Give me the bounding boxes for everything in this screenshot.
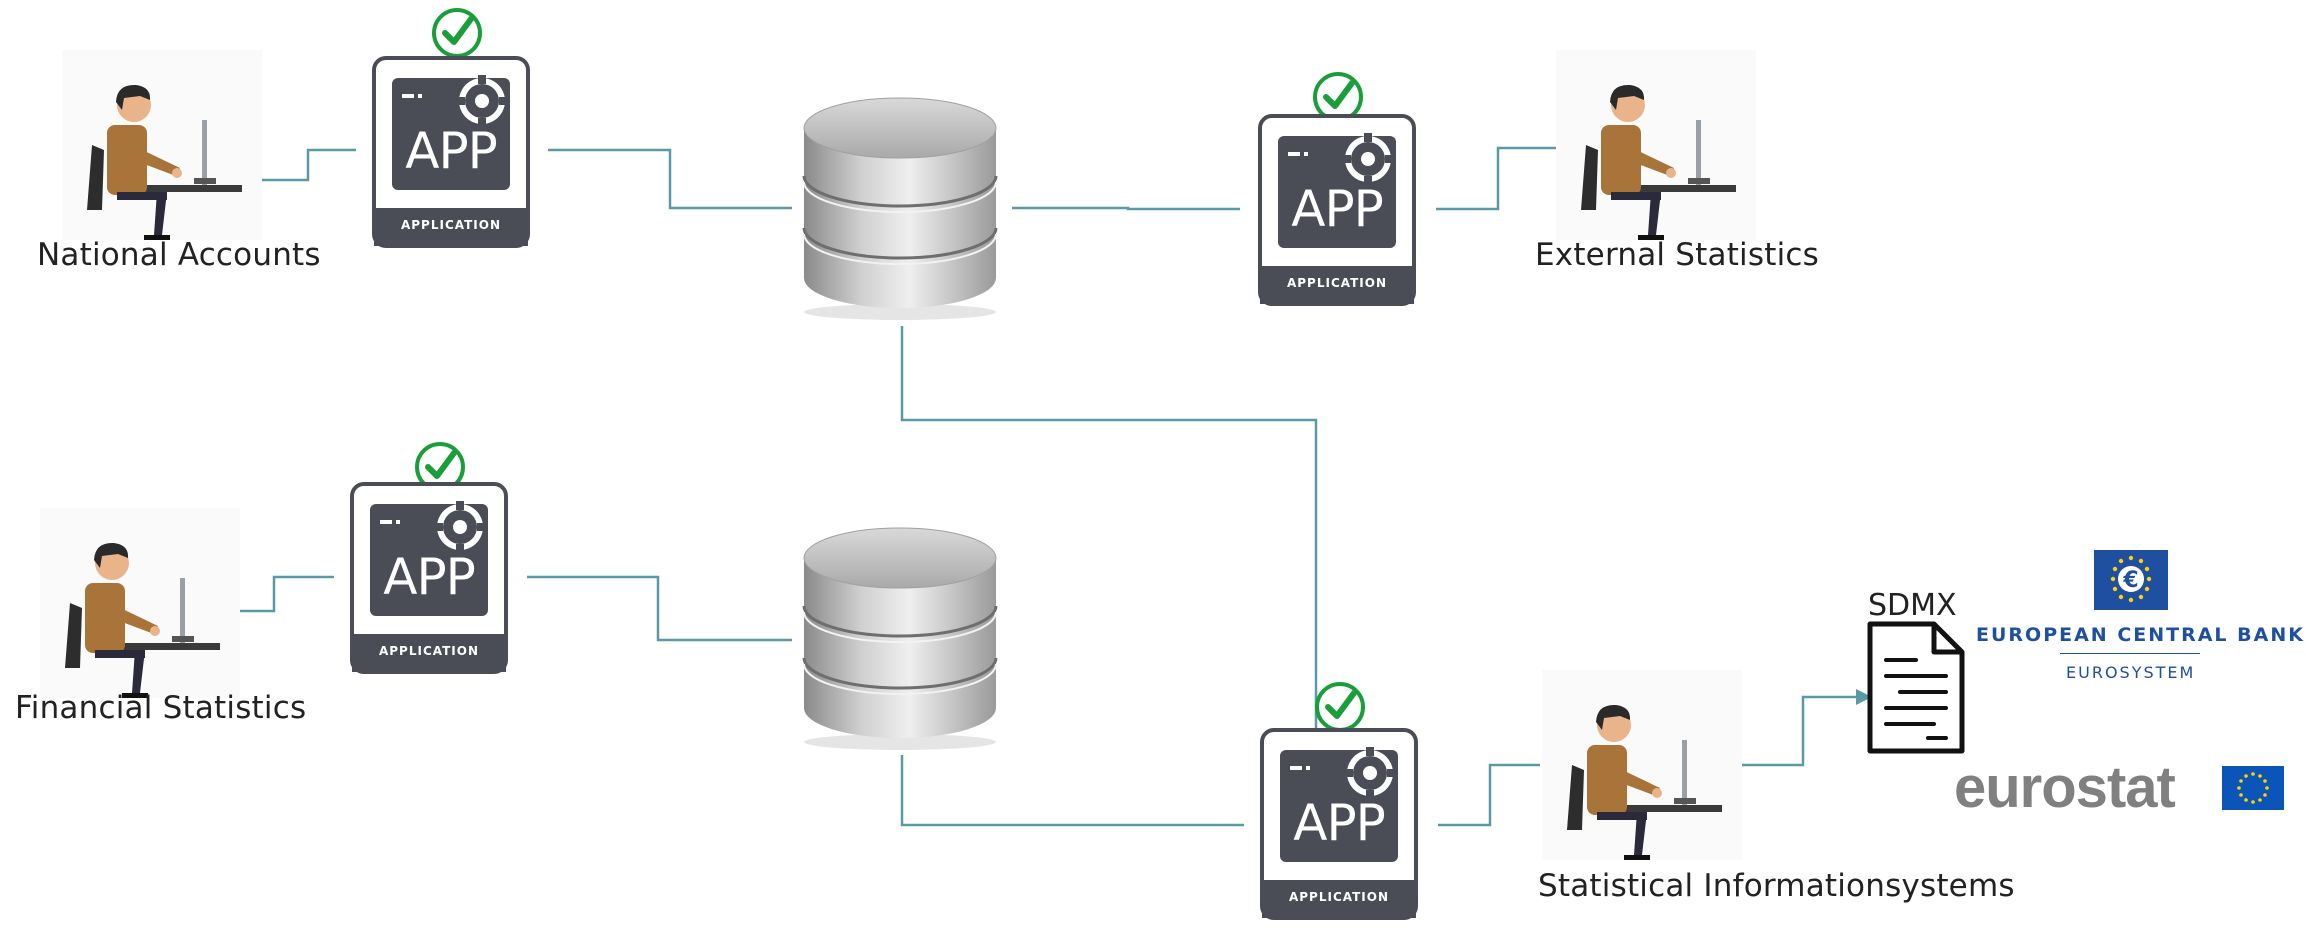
application-icon	[372, 56, 530, 248]
database-icon	[802, 97, 998, 320]
svg-text:€: €	[2122, 568, 2138, 593]
user-at-computer-icon	[40, 508, 240, 698]
checkmark-icon	[415, 442, 465, 492]
application-icon	[1260, 728, 1418, 920]
user-label-statistical-informationsystems: Statistical Informationsystems	[1538, 868, 2015, 904]
user-at-computer-icon	[62, 50, 262, 240]
application-box: APP APPLICATION	[372, 56, 530, 248]
ecb-divider	[2060, 653, 2200, 654]
application-icon	[350, 482, 508, 674]
euro-sign-icon: €	[2110, 555, 2152, 603]
connector-app3-external-statistics	[1436, 146, 1560, 211]
document-icon	[1867, 621, 1965, 754]
checkmark-icon	[432, 8, 482, 58]
ecb-logo-flag: €	[2094, 550, 2168, 610]
checkmark-icon	[1315, 682, 1365, 732]
connector-database1-app4	[900, 326, 1318, 742]
user-label-external-statistics: External Statistics	[1535, 237, 1819, 273]
application-box: APP APPLICATION	[1258, 114, 1416, 306]
connector-app1-database1	[548, 148, 792, 210]
user-label-financial-statistics: Financial Statistics	[15, 690, 307, 726]
connector-app4-statistical-informationsystems	[1438, 763, 1540, 827]
application-box: APP APPLICATION	[350, 482, 508, 674]
app-icon-text: APP	[383, 548, 476, 606]
connector-database2-app4	[900, 755, 1244, 827]
sdmx-label: SDMX	[1868, 588, 1957, 623]
arrowhead-sdmx	[1856, 689, 1872, 705]
app-caption: APPLICATION	[378, 644, 480, 658]
eu-stars-icon	[2237, 772, 2269, 804]
app-icon-text: APP	[405, 122, 498, 180]
app-icon-text: APP	[1293, 794, 1386, 852]
user-at-computer-icon	[1542, 670, 1742, 860]
connector-database1-app3	[1012, 206, 1240, 211]
ecb-name: EUROPEAN CENTRAL BANK	[1976, 624, 2305, 646]
app-caption: APPLICATION	[1288, 890, 1390, 904]
checkmark-icon	[1313, 72, 1363, 122]
connector-financial-statistics-app	[215, 575, 334, 613]
app-caption: APPLICATION	[1286, 276, 1388, 290]
app-caption: APPLICATION	[400, 218, 502, 232]
user-at-computer-icon	[1556, 50, 1756, 240]
database-icon	[802, 527, 998, 750]
ecb-subtitle: EUROSYSTEM	[2066, 663, 2196, 682]
eurostat-wordmark: eurostat	[1954, 755, 2176, 820]
eu-flag-logo	[2222, 766, 2284, 810]
connector-statistical-informationsystems-sdmx	[1738, 695, 1860, 767]
connector-national-accounts-app	[258, 148, 356, 182]
user-label-national-accounts: National Accounts	[37, 237, 321, 273]
application-icon	[1258, 114, 1416, 306]
app-icon-text: APP	[1291, 180, 1384, 238]
connector-app2-database2	[527, 575, 792, 642]
application-box: APP APPLICATION	[1260, 728, 1418, 920]
